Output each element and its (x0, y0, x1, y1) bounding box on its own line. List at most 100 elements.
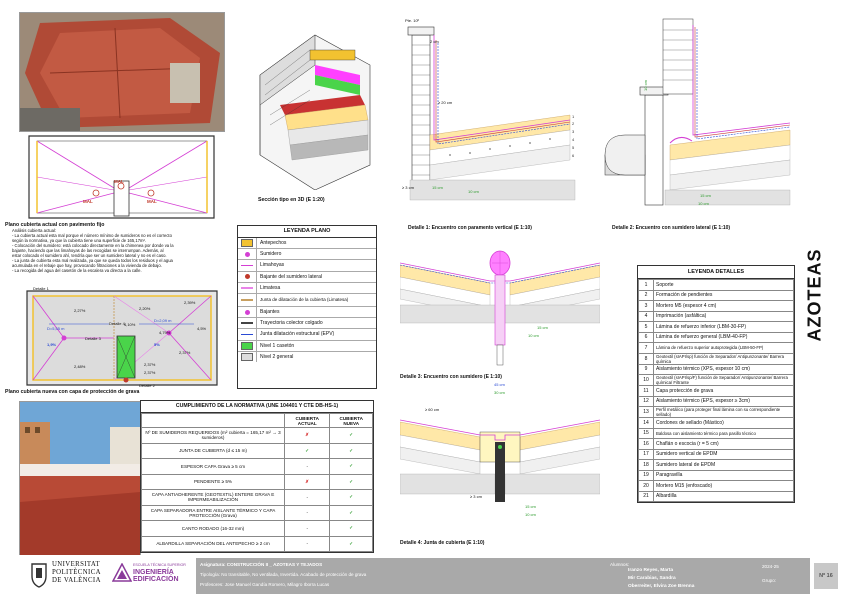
normativa-actual-status: ✗ (283, 473, 331, 490)
legend-detalles-number: 3 (638, 300, 654, 312)
normativa-actual-status: - (283, 520, 331, 537)
legend-swatch (241, 341, 253, 350)
plan-nueva-slope: 4,10% (124, 322, 136, 327)
normativa-title: CUMPLIMIENTO DE LA NORMATIVA (UNE 104401… (141, 401, 373, 413)
legend-plano-label: Junta de dilatación de la cubierta (Lima… (260, 297, 349, 303)
section-3d (240, 15, 375, 191)
legend-plano-label: Limatesa (260, 284, 281, 291)
footer-asignatura: Asignatura: CONSTRUCCIÓN II _ AZOTEAS Y … (200, 562, 323, 567)
legend-plano-symbol (238, 318, 257, 329)
analysis-line: - La recogida del agua del casetón de la… (12, 268, 142, 273)
terrace-photo (19, 401, 141, 558)
normativa-panel: CUMPLIMIENTO DE LA NORMATIVA (UNE 104401… (140, 400, 374, 553)
footer-profesores: Profesores: Jose Manuel Gandía Romero, M… (200, 582, 330, 587)
legend-plano-item: Trayectoria colector colgado (238, 318, 376, 330)
detail-3-dim: 10 cm (528, 333, 539, 338)
legend-detalles-number: 1 (638, 279, 654, 291)
legend-detalles-number: 14 (638, 417, 654, 429)
legend-detalles-label: Paragravilla (653, 469, 794, 481)
legend-detalles-label: Geotextil (sIAPI/sp/F) función de Separa… (653, 374, 794, 386)
legend-detalles-label: Baldosa con aislamiento térmico para pas… (653, 427, 794, 439)
legend-swatch (244, 251, 250, 257)
detail-4-dim: 45 cm (494, 382, 505, 387)
legend-detalles-title: LEYENDA DETALLES (638, 266, 794, 279)
footer-grupo-label: Grupo: (762, 578, 777, 583)
analysis-line: acumulada en el rebaje que hay, provocan… (12, 263, 162, 268)
plan-nueva-detalle-1: Detalle 1 (33, 286, 49, 291)
detail-1-dim: ≥ 20 cm (438, 100, 453, 105)
normativa-actual-status: - (283, 535, 331, 552)
terrace-photo-drawing (20, 402, 140, 557)
section-3d-drawing (259, 34, 371, 191)
legend-plano-symbol (238, 282, 257, 293)
footer-band (196, 558, 810, 594)
legend-swatch (241, 299, 253, 301)
detail-1-dim: 15 cm (432, 185, 443, 190)
detail-4-dim: 30 cm (494, 390, 505, 395)
legend-detalles-label: Mortero M5 (espesor 4 cm) (653, 300, 794, 312)
analysis-line: - Colocación del sumidero: está colocado… (12, 243, 174, 248)
footer-number: Nº 16 (819, 573, 833, 579)
normativa-criteria: CANTO RODADO (16-32 mm) (141, 520, 285, 537)
normativa-actual-status: - (283, 489, 331, 506)
detail-3-drawing (399, 250, 601, 366)
normativa-row: CAPA SEPARADORA ENTRE AISLANTE TÉRMICO Y… (141, 504, 373, 521)
legend-plano-symbol (238, 306, 257, 318)
legend-detalles-number: 19 (638, 469, 654, 481)
footer-alumnos-label: Alumnos: (610, 562, 630, 567)
legend-plano-item: Nivel 1 casetón (238, 340, 376, 352)
plan-nueva-slope: 2,20% (139, 306, 151, 311)
legend-detalles-label: Soporte (653, 279, 794, 291)
detail-4-drawing (399, 419, 601, 502)
legend-plano-item: Nivel 2 general (238, 351, 376, 362)
page-title: AZOTEAS (804, 248, 825, 342)
legend-detalles-label: Capa protección de grava (653, 385, 794, 397)
legend-swatch (241, 287, 253, 289)
svg-text:2: 2 (572, 121, 575, 126)
legend-plano-symbol (238, 293, 257, 306)
normativa-actual-status: ✓ (283, 442, 331, 459)
legend-detalles-number: 21 (638, 490, 654, 502)
legend-detalles-number: 4 (638, 310, 654, 322)
legend-detalles-number: 20 (638, 480, 654, 492)
svg-text:5: 5 (572, 145, 575, 150)
detail-2: 10 cm 15 cm 10 cm (600, 15, 800, 220)
legend-plano-item: Limahoyas (238, 260, 376, 272)
analysis-line: estar colocado el sumidero ahí, tendría … (12, 253, 167, 258)
detail-3-caption: Detalle 3: Encuentro con sumidero (E 1:1… (400, 374, 502, 380)
section-3d-caption: Sección tipo en 3D (E 1:20) (258, 197, 325, 203)
detail-2-drawing (604, 18, 791, 206)
upv-name: UNIVERSITAT POLITÈCNICA DE VALÈNCIA (52, 561, 101, 584)
detail-2-caption: Detalle 2: Encuentro con sumidero latera… (612, 225, 731, 231)
normativa-header-nueva: CUBIERTA NUEVA (329, 413, 373, 428)
normativa-nueva-status: ✓ (329, 535, 373, 552)
footer-alumno: Oberreiter, Elvira Zoe Brenna (628, 584, 695, 589)
school-name: ESCUELA TÉCNICA SUPERIOR INGENIERÍA EDIF… (133, 563, 186, 583)
normativa-actual-status: ✗ (283, 427, 331, 444)
legend-plano-label: Bajantes (260, 309, 280, 316)
detail-4-dim: ≥ 3 cm (470, 494, 482, 499)
legend-plano-label: Limahoyas (260, 262, 285, 269)
detail-1-drawing: 123 456 (407, 26, 576, 201)
detail-3-dim: 15 cm (537, 325, 548, 330)
legend-plano-item: Junta de dilatación de la cubierta (Lima… (238, 293, 376, 307)
legend-detalles-number: 16 (638, 438, 654, 450)
legend-detalles-label: Geotextil (sIAPI/sp) función de Separado… (653, 352, 794, 365)
plan-actual-mal-1: MAL (114, 179, 124, 184)
plan-nueva-slope: 2,39% (184, 300, 196, 305)
legend-detalles-number: 7 (638, 342, 654, 354)
normativa-actual-status: - (283, 504, 331, 521)
legend-plano-symbol (238, 249, 257, 260)
